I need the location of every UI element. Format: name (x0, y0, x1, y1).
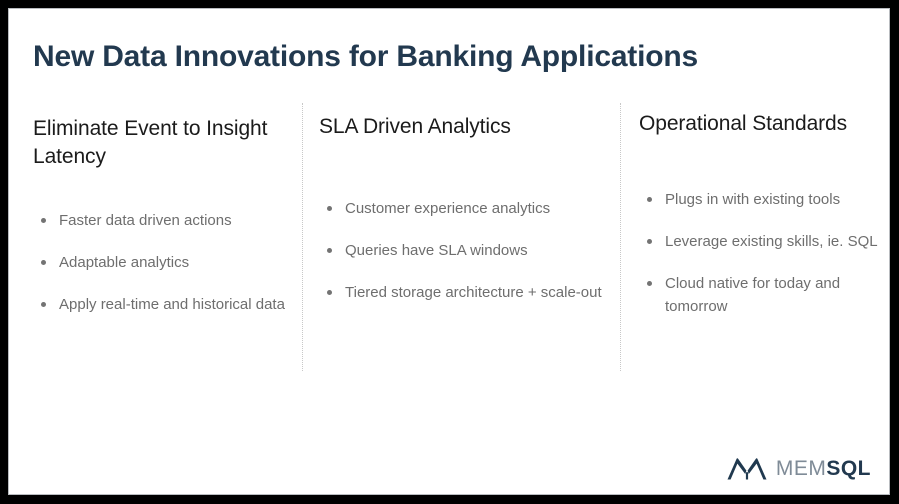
list-item-text: Tiered storage architecture + scale-out (345, 284, 602, 301)
bullet-dot-icon (41, 218, 46, 223)
column-divider-1 (302, 103, 303, 371)
page-title: New Data Innovations for Banking Applica… (33, 40, 698, 73)
list-item: Cloud native for today and tomorrow (639, 272, 879, 318)
list-item: Tiered storage architecture + scale-out (319, 281, 607, 304)
memsql-wordmark: MEMSQL (775, 456, 871, 480)
column-bullet-list: Faster data driven actions Adaptable ana… (33, 209, 295, 316)
column-heading: SLA Driven Analytics (319, 115, 511, 138)
list-item: Apply real-time and historical data (33, 293, 295, 316)
list-item: Faster data driven actions (33, 209, 295, 232)
bullet-dot-icon (327, 290, 332, 295)
bullet-dot-icon (327, 206, 332, 211)
list-item-text: Faster data driven actions (59, 212, 232, 229)
slide-canvas: New Data Innovations for Banking Applica… (8, 8, 890, 495)
list-item: Adaptable analytics (33, 251, 295, 274)
column-bullet-list: Customer experience analytics Queries ha… (319, 197, 607, 304)
content-columns: Eliminate Event to Insight Latency Faste… (9, 105, 889, 465)
list-item-text: Customer experience analytics (345, 200, 551, 217)
bullet-dot-icon (647, 281, 652, 286)
list-item-text: Plugs in with existing tools (665, 191, 841, 208)
column-heading: Operational Standards (639, 112, 848, 135)
column-bullet-list: Plugs in with existing tools Leverage ex… (639, 188, 879, 318)
column-operational-standards: Operational Standards Plugs in with exis… (639, 105, 879, 318)
bullet-dot-icon (41, 302, 46, 307)
list-item: Queries have SLA windows (319, 239, 607, 262)
list-item: Leverage existing skills, ie. SQL (639, 230, 879, 253)
list-item-text: Apply real-time and historical data (59, 296, 285, 313)
bullet-dot-icon (647, 239, 652, 244)
bullet-dot-icon (647, 197, 652, 202)
list-item-text: Cloud native for today and tomorrow (665, 275, 841, 315)
list-item-text: Leverage existing skills, ie. SQL (665, 233, 878, 250)
column-divider-2 (620, 103, 621, 371)
list-item-text: Adaptable analytics (59, 254, 190, 271)
list-item-text: Queries have SLA windows (345, 242, 528, 259)
memsql-logo: MEMSQL (727, 457, 871, 480)
column-heading: Eliminate Event to Insight Latency (33, 117, 268, 168)
list-item: Plugs in with existing tools (639, 188, 879, 211)
column-eliminate-event-to-insight-latency: Eliminate Event to Insight Latency Faste… (33, 105, 295, 316)
logo-text-mem: MEM (775, 456, 827, 480)
list-item: Customer experience analytics (319, 197, 607, 220)
logo-text-sql: SQL (826, 456, 871, 480)
column-sla-driven-analytics: SLA Driven Analytics Customer experience… (319, 105, 607, 304)
bullet-dot-icon (327, 248, 332, 253)
memsql-mountain-icon (727, 458, 767, 480)
bullet-dot-icon (41, 260, 46, 265)
